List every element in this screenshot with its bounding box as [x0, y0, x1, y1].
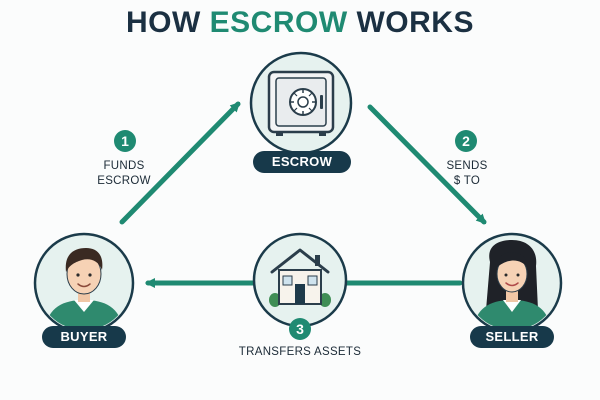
- title-part-works: WORKS: [347, 6, 474, 39]
- step-2-number: 2: [455, 130, 477, 152]
- title-part-how: HOW: [126, 6, 210, 39]
- step-1-label: FUNDS ESCROW: [80, 159, 168, 189]
- step-3-label: TRANSFERS ASSETS: [238, 346, 362, 358]
- arrow-escrow-to-seller: [367, 104, 487, 225]
- escrow-label: ESCROW: [253, 151, 351, 173]
- buyer-label: BUYER: [42, 326, 126, 348]
- seller-label: SELLER: [470, 326, 554, 348]
- escrow-node: [249, 51, 353, 155]
- buyer-node: [33, 232, 135, 334]
- step-2-label: SENDS $ TO: [437, 159, 497, 189]
- step-1-number: 1: [114, 130, 136, 152]
- step-1-line-1: FUNDS: [103, 160, 145, 172]
- arrow-buyer-to-escrow: [119, 101, 241, 225]
- safe-icon: [267, 70, 335, 136]
- step-2-line-2: $ TO: [453, 175, 481, 187]
- step-1-line-2: ESCROW: [97, 175, 151, 187]
- step-2-line-1: SENDS: [446, 160, 488, 172]
- title-part-escrow: ESCROW: [209, 6, 348, 39]
- step-3-number: 3: [289, 318, 311, 340]
- diagram-title: HOW ESCROW WORKS: [0, 6, 600, 40]
- house-icon: [269, 248, 331, 307]
- seller-node: [461, 232, 563, 334]
- assets-node: [252, 232, 348, 328]
